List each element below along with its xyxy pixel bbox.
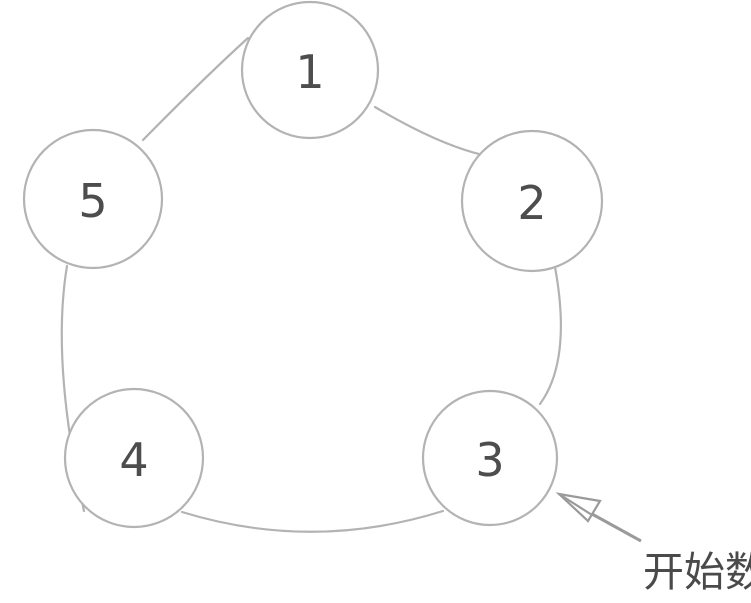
annotation-arrow-head-crease — [558, 493, 593, 516]
node-circle-3[interactable] — [421, 389, 559, 527]
edge-2-to-3 — [538, 265, 562, 406]
ring-node-labels: 1 2 3 4 5 — [78, 45, 546, 487]
node-label-1: 1 — [295, 45, 324, 99]
node-label-5: 5 — [78, 174, 107, 228]
node-circle-5[interactable] — [22, 128, 164, 270]
edge-5-to-1 — [141, 36, 250, 142]
annotation-arrow — [555, 492, 642, 543]
annotation-arrow-shaft — [591, 512, 642, 543]
node-label-4: 4 — [119, 433, 148, 487]
edge-3-to-4 — [180, 509, 445, 533]
annotation-label: 开始数 — [643, 548, 751, 596]
annotation-arrow-head — [555, 492, 602, 523]
node-circle-1[interactable] — [240, 0, 380, 140]
edge-1-to-2 — [373, 105, 494, 159]
node-circle-2[interactable] — [460, 129, 604, 273]
node-label-3: 3 — [475, 433, 504, 487]
node-label-2: 2 — [517, 176, 546, 230]
node-circle-4[interactable] — [63, 387, 205, 529]
ring-nodes — [22, 0, 604, 529]
